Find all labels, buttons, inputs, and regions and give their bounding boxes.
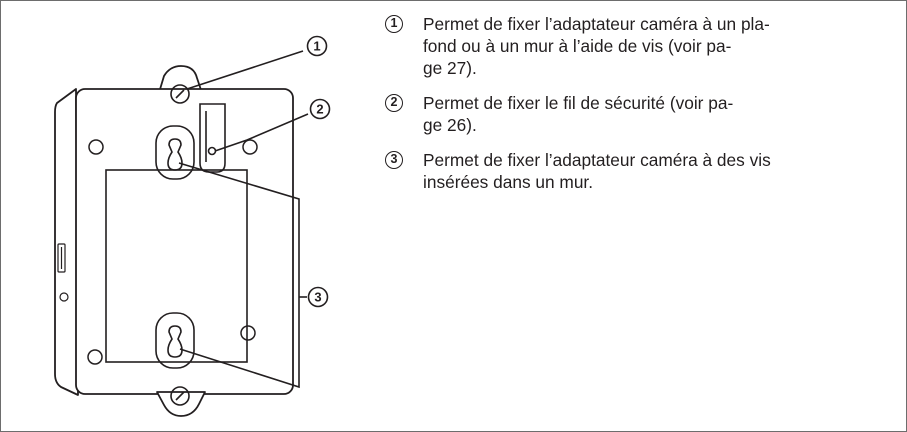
legend-item: 3 Permet de fixer l’adaptateur caméra à … [385,149,890,193]
security-wire-bracket [199,103,226,173]
corner-hole [87,349,103,365]
legend-item: 1 Permet de fixer l’adaptateur caméra à … [385,13,890,79]
adapter-side-face [54,88,79,396]
leader-line-3a [178,162,300,301]
callout-1: 1 [306,35,328,57]
bottom-mounting-tab [156,391,206,417]
callout-2-label: 2 [316,102,323,117]
leader-line-2 [214,113,309,152]
callout-3-label: 3 [314,290,321,305]
legend-text: Permet de fixer l’adaptateur caméra à de… [423,150,771,192]
corner-hole [88,139,104,155]
legend-text: Permet de fixer l’adaptateur caméra à un… [423,14,770,78]
legend-number: 2 [385,94,403,112]
legend-number: 1 [385,15,403,33]
legend-number: 3 [385,151,403,169]
label-plate [105,169,248,363]
keyhole-bottom [167,325,183,358]
callout-2: 2 [309,98,331,120]
top-screw-hole [170,84,190,104]
legend-text: Permet de fixer le fil de sécurité (voir… [423,93,734,135]
leader-line-1 [186,50,304,90]
keyhole-top [167,138,183,171]
security-wire-hole [207,146,217,156]
callout-3: 3 [307,286,329,308]
callout-1-label: 1 [313,39,320,54]
side-button [59,292,69,302]
leader-line-3b [179,301,300,389]
legend-item: 2 Permet de fixer le fil de sécurité (vo… [385,92,890,136]
corner-hole [240,325,256,341]
corner-hole [242,139,258,155]
legend-list: 1 Permet de fixer l’adaptateur caméra à … [385,13,890,206]
bottom-screw-hole [170,386,190,406]
